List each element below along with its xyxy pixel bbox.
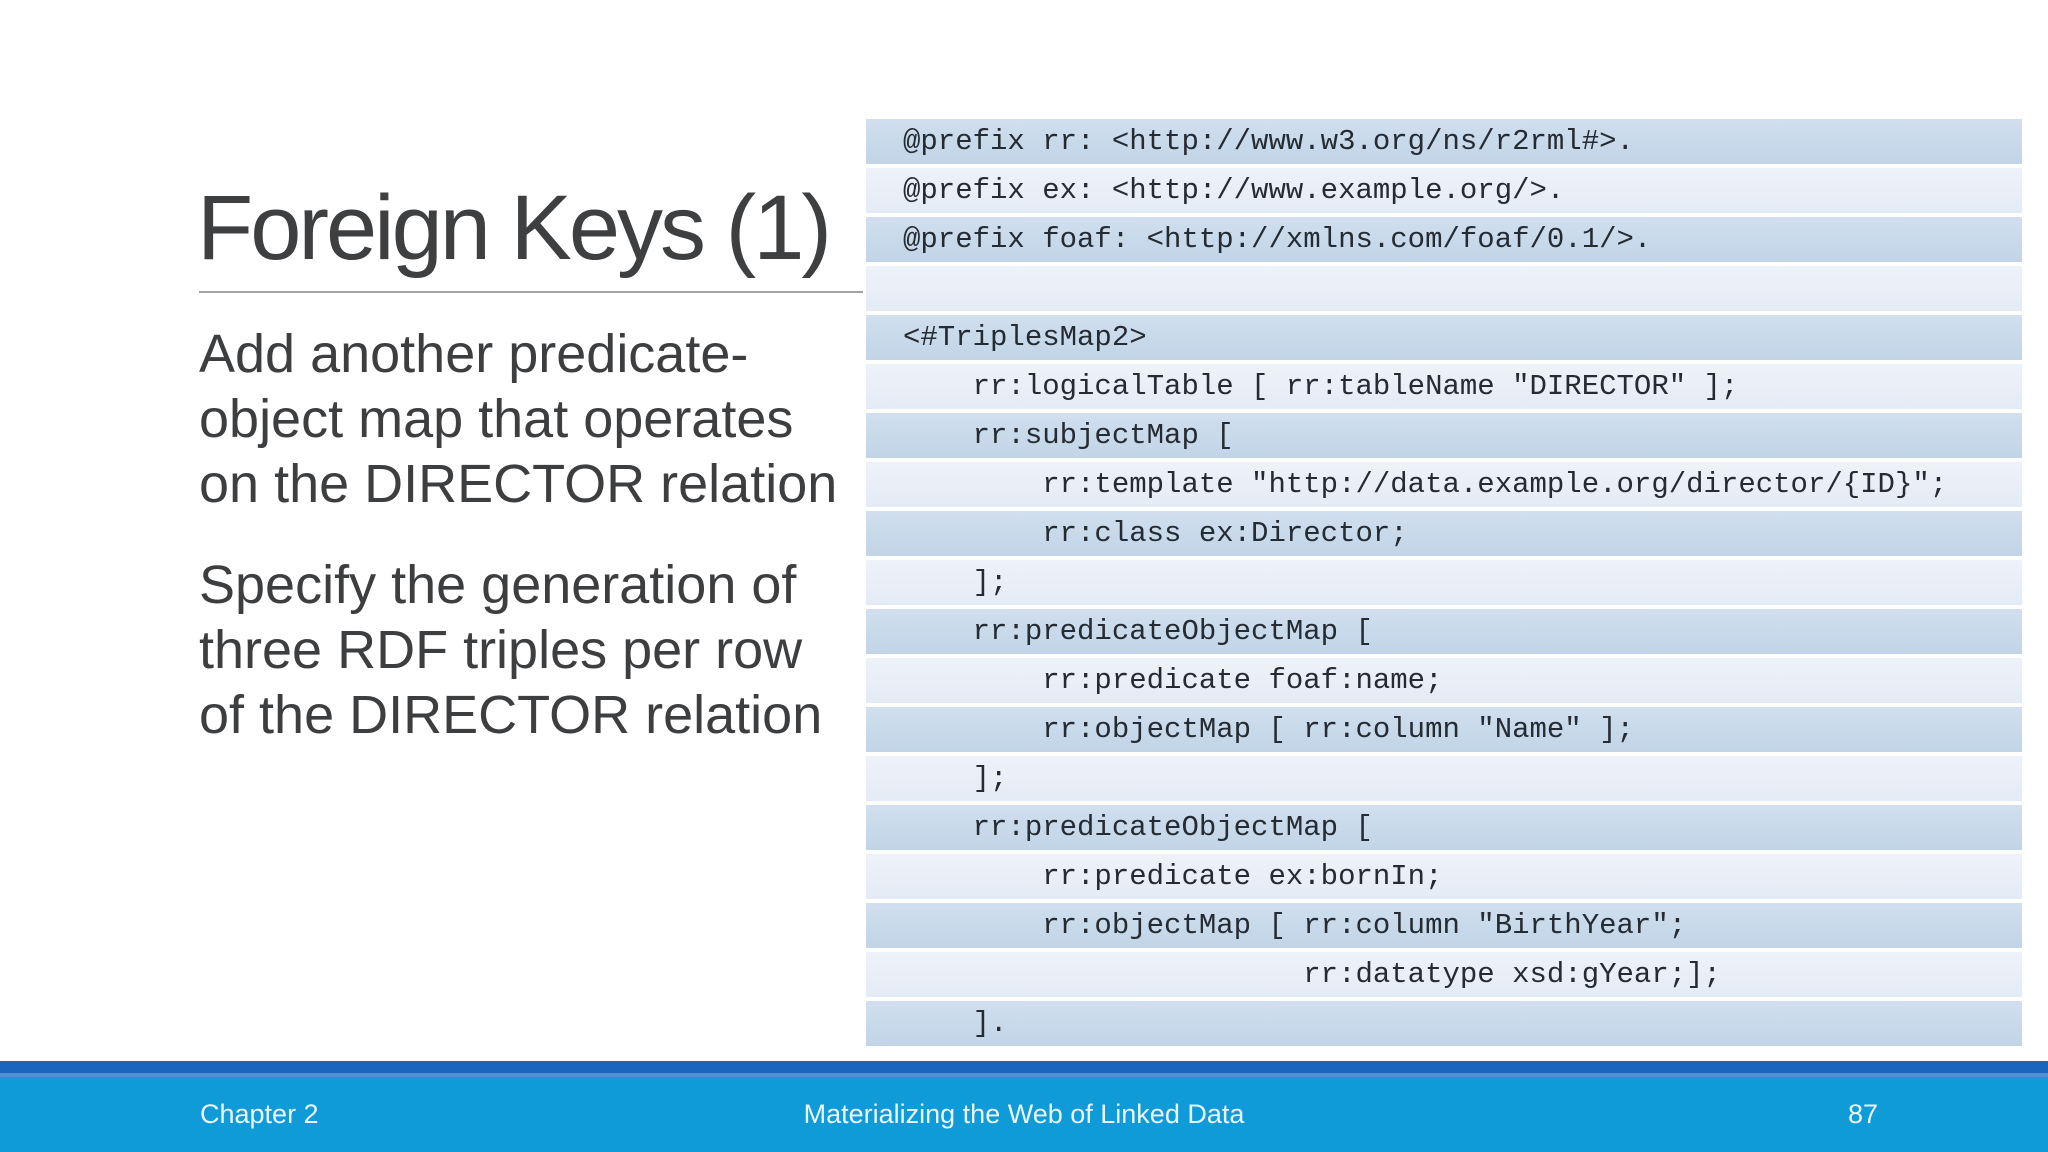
footer-accent-strip — [0, 1061, 2048, 1073]
code-line: rr:predicateObjectMap [ — [866, 609, 2022, 654]
bullet-paragraph: Specify the generation of three RDF trip… — [199, 555, 823, 745]
code-line: rr:objectMap [ rr:column "BirthYear"; — [866, 903, 2022, 948]
code-line: @prefix foaf: <http://xmlns.com/foaf/0.1… — [866, 217, 2022, 262]
code-line — [866, 266, 2022, 311]
footer-accent-strip-light — [0, 1073, 2048, 1077]
code-line: rr:predicate foaf:name; — [866, 658, 2022, 703]
footer-book-title: Materializing the Web of Linked Data — [803, 1099, 1245, 1129]
code-line: rr:predicate ex:bornIn; — [866, 854, 2022, 899]
footer-bar: Chapter 2 Materializing the Web of Linke… — [0, 1077, 2048, 1152]
body-text-block: Add another predicate-object map that op… — [199, 322, 859, 784]
code-panel: @prefix rr: <http://www.w3.org/ns/r2rml#… — [866, 119, 2022, 1050]
footer-chapter-label: Chapter 2 — [200, 1099, 319, 1129]
code-line: @prefix rr: <http://www.w3.org/ns/r2rml#… — [866, 119, 2022, 164]
code-line: <#TriplesMap2> — [866, 315, 2022, 360]
code-line: @prefix ex: <http://www.example.org/>. — [866, 168, 2022, 213]
code-line: rr:predicateObjectMap [ — [866, 805, 2022, 850]
bullet-paragraph: Add another predicate-object map that op… — [199, 324, 838, 514]
code-line: ]. — [866, 1001, 2022, 1046]
code-line: ]; — [866, 560, 2022, 605]
code-line: ]; — [866, 756, 2022, 801]
code-line: rr:class ex:Director; — [866, 511, 2022, 556]
title-divider — [199, 291, 863, 293]
code-line: rr:subjectMap [ — [866, 413, 2022, 458]
footer: Chapter 2 Materializing the Web of Linke… — [0, 1061, 2048, 1152]
code-line: rr:template "http://data.example.org/dir… — [866, 462, 2022, 507]
code-line: rr:logicalTable [ rr:tableName "DIRECTOR… — [866, 364, 2022, 409]
footer-page-number: 87 — [1847, 1099, 1878, 1129]
code-line: rr:datatype xsd:gYear;]; — [866, 952, 2022, 997]
page-title: Foreign Keys (1) — [197, 177, 832, 279]
code-line: rr:objectMap [ rr:column "Name" ]; — [866, 707, 2022, 752]
